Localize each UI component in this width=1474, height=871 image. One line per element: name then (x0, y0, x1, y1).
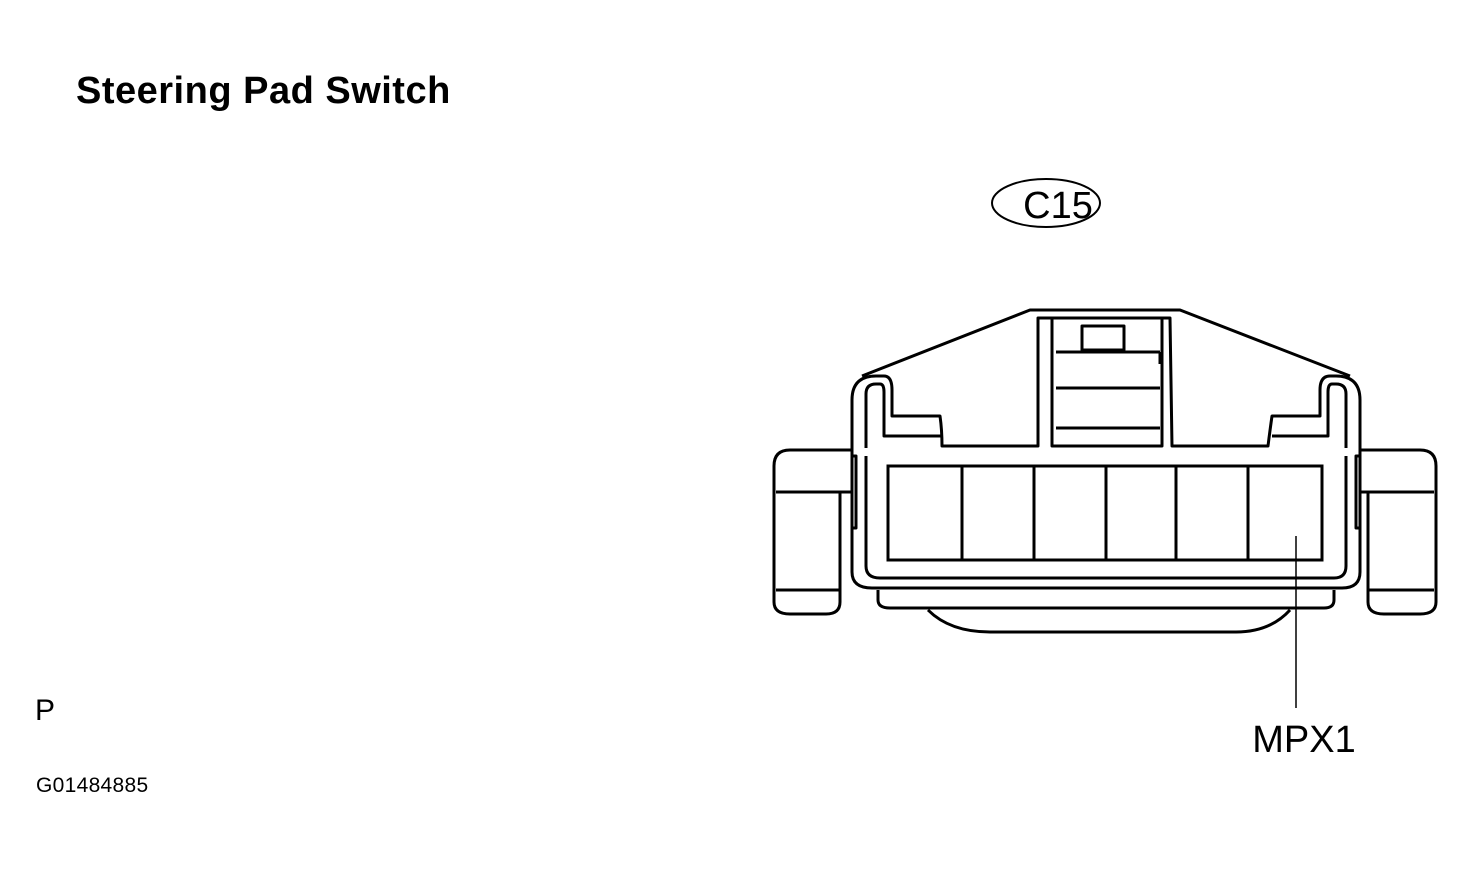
connector-left-notch (852, 454, 858, 530)
connector-outer-shell (850, 316, 1362, 590)
connector-id-text: C15 (1023, 185, 1093, 227)
connector-id-oval (991, 178, 1101, 228)
connector-id-badge: C15 (991, 178, 1101, 228)
connector-latch-outer (1050, 316, 1164, 448)
connector-inner-frame-right (1272, 382, 1348, 448)
connector-roof (861, 308, 1351, 378)
figure-code: G01484885 (36, 774, 149, 797)
connector-body (772, 308, 1438, 634)
connector-right-tab (1360, 448, 1438, 616)
terminal-row (886, 464, 1324, 562)
connector-inner-frame (864, 382, 942, 448)
connector-right-notch (1354, 454, 1360, 530)
connector-base (876, 590, 1336, 610)
diagram-title: Steering Pad Switch (76, 70, 451, 112)
connector-base-bottom (926, 608, 1292, 634)
pin-label: MPX1 (1252, 719, 1355, 761)
side-letter: P (35, 694, 56, 727)
connector-inner-channel (864, 456, 1348, 580)
connector-latch-top (1080, 324, 1126, 352)
connector-left-tab (772, 448, 852, 616)
